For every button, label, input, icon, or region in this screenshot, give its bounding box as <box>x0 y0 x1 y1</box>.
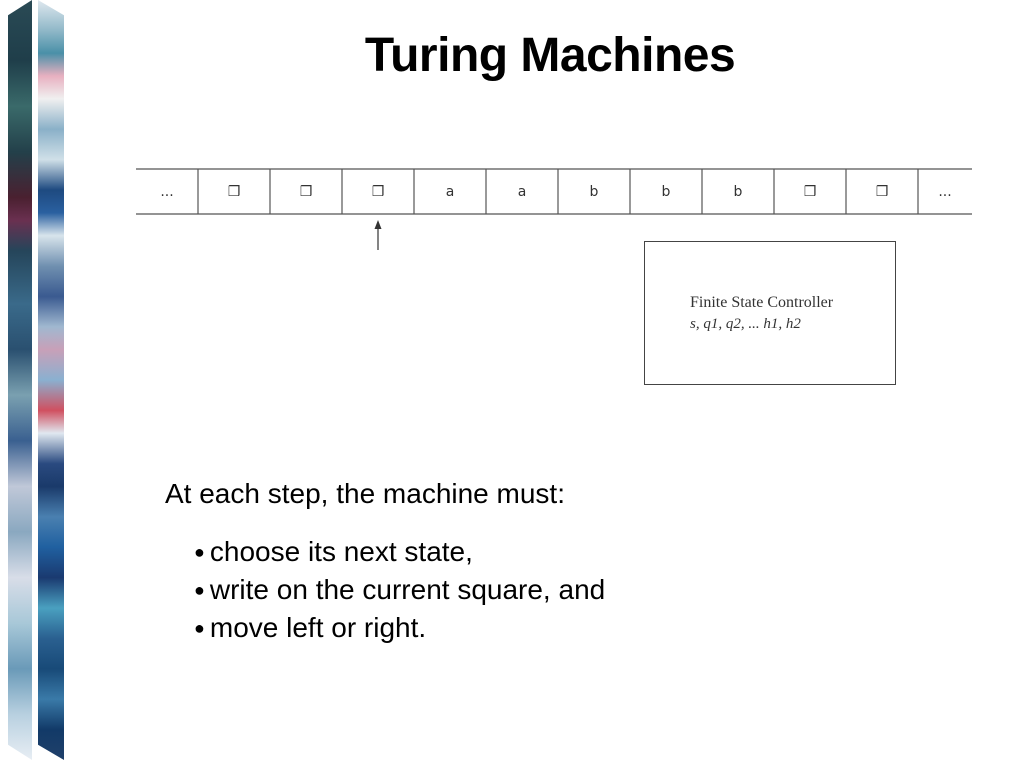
bullet-text: move left or right. <box>209 612 427 643</box>
tape-head-arrow <box>374 220 382 250</box>
bullet-dot-icon: ● <box>194 618 205 638</box>
controller-title: Finite State Controller <box>690 294 834 311</box>
controller-states: s, q1, q2, ... h1, h2 <box>690 316 801 333</box>
bullet-item: ●write on the current square, and <box>194 571 605 609</box>
tape-cell-symbol: ❒ <box>372 184 385 200</box>
tape-cell-symbol: ... <box>160 184 173 200</box>
intro-text: At each step, the machine must: <box>165 478 565 509</box>
bullet-dot-icon: ● <box>194 542 205 562</box>
tape-cell-symbol: a <box>446 184 455 200</box>
bullet-item: ●move left or right. <box>194 609 605 647</box>
tape-cell-symbol: ❒ <box>300 184 313 200</box>
controller-states-text: s, q1, q2, ... h1, h2 <box>690 316 801 332</box>
bullet-text: choose its next state, <box>209 536 473 567</box>
tape-cell-symbol: ❒ <box>804 184 817 200</box>
slide-title: Turing Machines <box>364 29 736 82</box>
tape-cell-symbol: ❒ <box>876 184 889 200</box>
tape-cell-symbol: b <box>734 184 743 200</box>
bullet-dot-icon: ● <box>194 580 205 600</box>
tape-cell-symbol: ... <box>938 184 951 200</box>
tape-cell-symbol: b <box>662 184 671 200</box>
decorative-strip-left <box>8 0 32 760</box>
tape-cell-symbol: a <box>518 184 527 200</box>
bullet-item: ●choose its next state, <box>194 533 605 571</box>
bullet-list: ●choose its next state, ●write on the cu… <box>194 533 605 647</box>
decorative-strip-right <box>38 0 64 760</box>
tape-cell-symbol: ❒ <box>228 184 241 200</box>
bullet-text: write on the current square, and <box>209 574 606 605</box>
tape: ... ❒ ❒ ❒ a a b b b ❒ ❒... <box>136 168 972 215</box>
tape-cell-symbol: b <box>590 184 599 200</box>
finite-state-controller-box: Finite State Controller s, q1, q2, ... h… <box>644 241 896 385</box>
